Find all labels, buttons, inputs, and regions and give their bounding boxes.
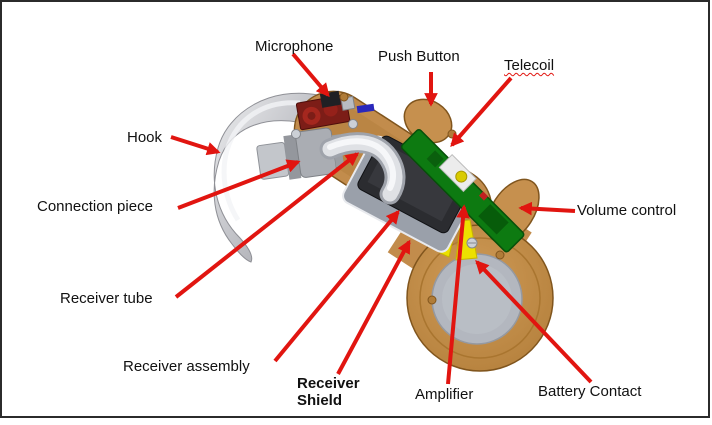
telecoil-pcb-part	[400, 128, 525, 253]
hook-highlight	[221, 100, 301, 222]
chip-part	[356, 103, 375, 114]
arrow-telecoil	[450, 76, 513, 148]
label-push-button: Push Button	[378, 48, 460, 65]
arrow-hook	[170, 135, 221, 156]
label-connection-piece: Connection piece	[37, 198, 153, 215]
label-receiver-tube: Receiver tube	[60, 290, 153, 307]
arrow-receiver-assembly	[273, 209, 400, 363]
label-receiver-shield: Receiver Shield	[297, 375, 360, 410]
label-telecoil: Telecoil	[504, 57, 555, 74]
receiver-tube-part	[319, 132, 406, 205]
label-microphone: Microphone	[255, 38, 334, 55]
arrow-receiver-shield	[336, 239, 411, 375]
arrow-connection-piece	[177, 159, 301, 210]
label-hook: Hook	[127, 129, 163, 146]
arrow-volume-control	[518, 201, 576, 216]
arrow-receiver-tube	[174, 152, 360, 299]
label-amplifier: Amplifier	[415, 386, 474, 403]
label-receiver-assembly: Receiver assembly	[123, 358, 250, 375]
arrow-microphone	[291, 52, 330, 98]
label-volume-control: Volume control	[577, 202, 677, 219]
label-battery-contact: Battery Contact	[538, 383, 642, 400]
arrow-amplifier	[446, 204, 470, 385]
arrow-battery-contact	[475, 260, 593, 384]
